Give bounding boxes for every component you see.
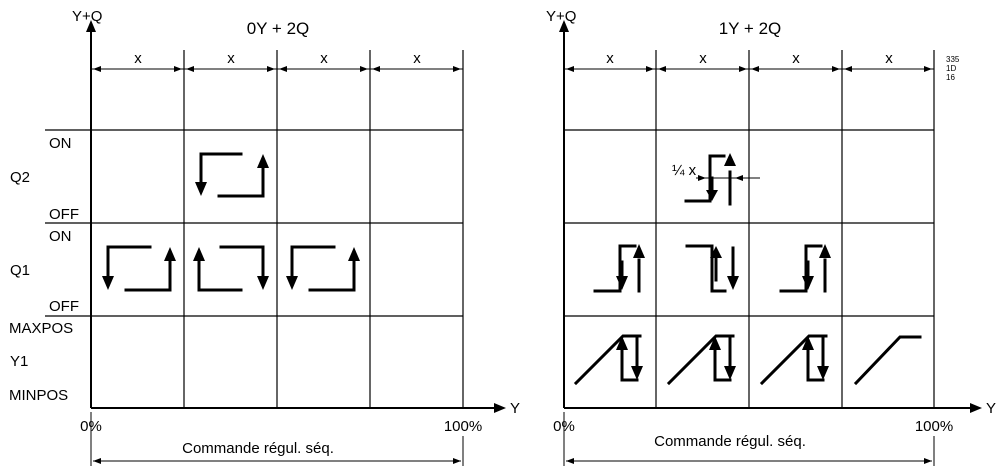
- left-x-axis-arrowhead: [494, 403, 506, 413]
- right-spacing-x-1: x: [606, 50, 614, 67]
- right-y1-ramp-symbol-1: [573, 334, 643, 386]
- left-spacing-x-3: x: [320, 50, 328, 67]
- left-q1-switch-symbol-1: [102, 245, 176, 292]
- right-y-axis-label: Y+Q: [546, 8, 576, 25]
- right-spacing-x-2: x: [699, 50, 707, 67]
- right-spacing-x-3: x: [792, 50, 800, 67]
- left-grid: [45, 50, 464, 408]
- right-title: 1Y + 2Q: [719, 19, 782, 38]
- left-spacing-x-2: x: [227, 50, 235, 67]
- left-x-end-label: 100%: [444, 418, 482, 435]
- hysteresis-label: ¼ x: [672, 162, 697, 179]
- right-y1-ramp-symbol-3: [759, 334, 829, 386]
- right-x-end-label: 100%: [915, 418, 953, 435]
- left-spacing-x-1: x: [134, 50, 142, 67]
- right-x-axis-arrowhead: [970, 403, 982, 413]
- left-y1-minpos-label: MINPOS: [9, 387, 68, 404]
- left-panel: Y+Q Y 0Y + 2Q x x x x ON Q2: [9, 8, 520, 466]
- left-title: 0Y + 2Q: [247, 19, 310, 38]
- left-q2-on-label: ON: [49, 135, 72, 152]
- right-spacing-x-4: x: [885, 50, 893, 67]
- figure-ref-line-3: 16: [946, 73, 955, 82]
- right-q1-hysteresis-symbol-3: [779, 244, 831, 293]
- left-y-axis-label: Y+Q: [72, 8, 102, 25]
- right-q1-hysteresis-symbol-2: [685, 244, 739, 293]
- left-q2-label: Q2: [10, 169, 30, 186]
- left-q1-switch-symbol-3: [286, 245, 360, 292]
- right-grid: [564, 50, 935, 408]
- right-y1-ramp-symbol-4: [853, 335, 922, 386]
- right-x-axis-label: Y: [986, 400, 996, 417]
- right-y-axis-arrowhead: [559, 20, 569, 32]
- left-y1-maxpos-label: MAXPOS: [9, 320, 73, 337]
- left-q1-on-label: ON: [49, 228, 72, 245]
- left-x-axis-label: Y: [510, 400, 520, 417]
- left-q1-off-label: OFF: [49, 298, 79, 315]
- right-panel: Y+Q Y 1Y + 2Q 335 1D 16 x x x x: [546, 8, 996, 466]
- figure-ref-line-2: 1D: [946, 64, 956, 73]
- figure-ref-line-1: 335: [946, 55, 960, 64]
- right-bottom-caption: Commande régul. séq.: [654, 433, 806, 450]
- left-y1-label: Y1: [10, 353, 28, 370]
- right-q1-hysteresis-symbol-1: [593, 244, 645, 293]
- left-spacing-x-4: x: [413, 50, 421, 67]
- left-bottom-caption: Commande régul. séq.: [182, 440, 334, 457]
- left-q1-switch-symbol-2: [193, 245, 269, 292]
- right-y1-ramp-symbol-2: [666, 334, 736, 386]
- left-q1-label: Q1: [10, 262, 30, 279]
- right-q2-hysteresis-symbol: ¼ x: [672, 153, 760, 206]
- left-y-axis-arrowhead: [86, 20, 96, 32]
- left-q2-off-label: OFF: [49, 206, 79, 223]
- left-q2-switch-symbol: [195, 152, 269, 198]
